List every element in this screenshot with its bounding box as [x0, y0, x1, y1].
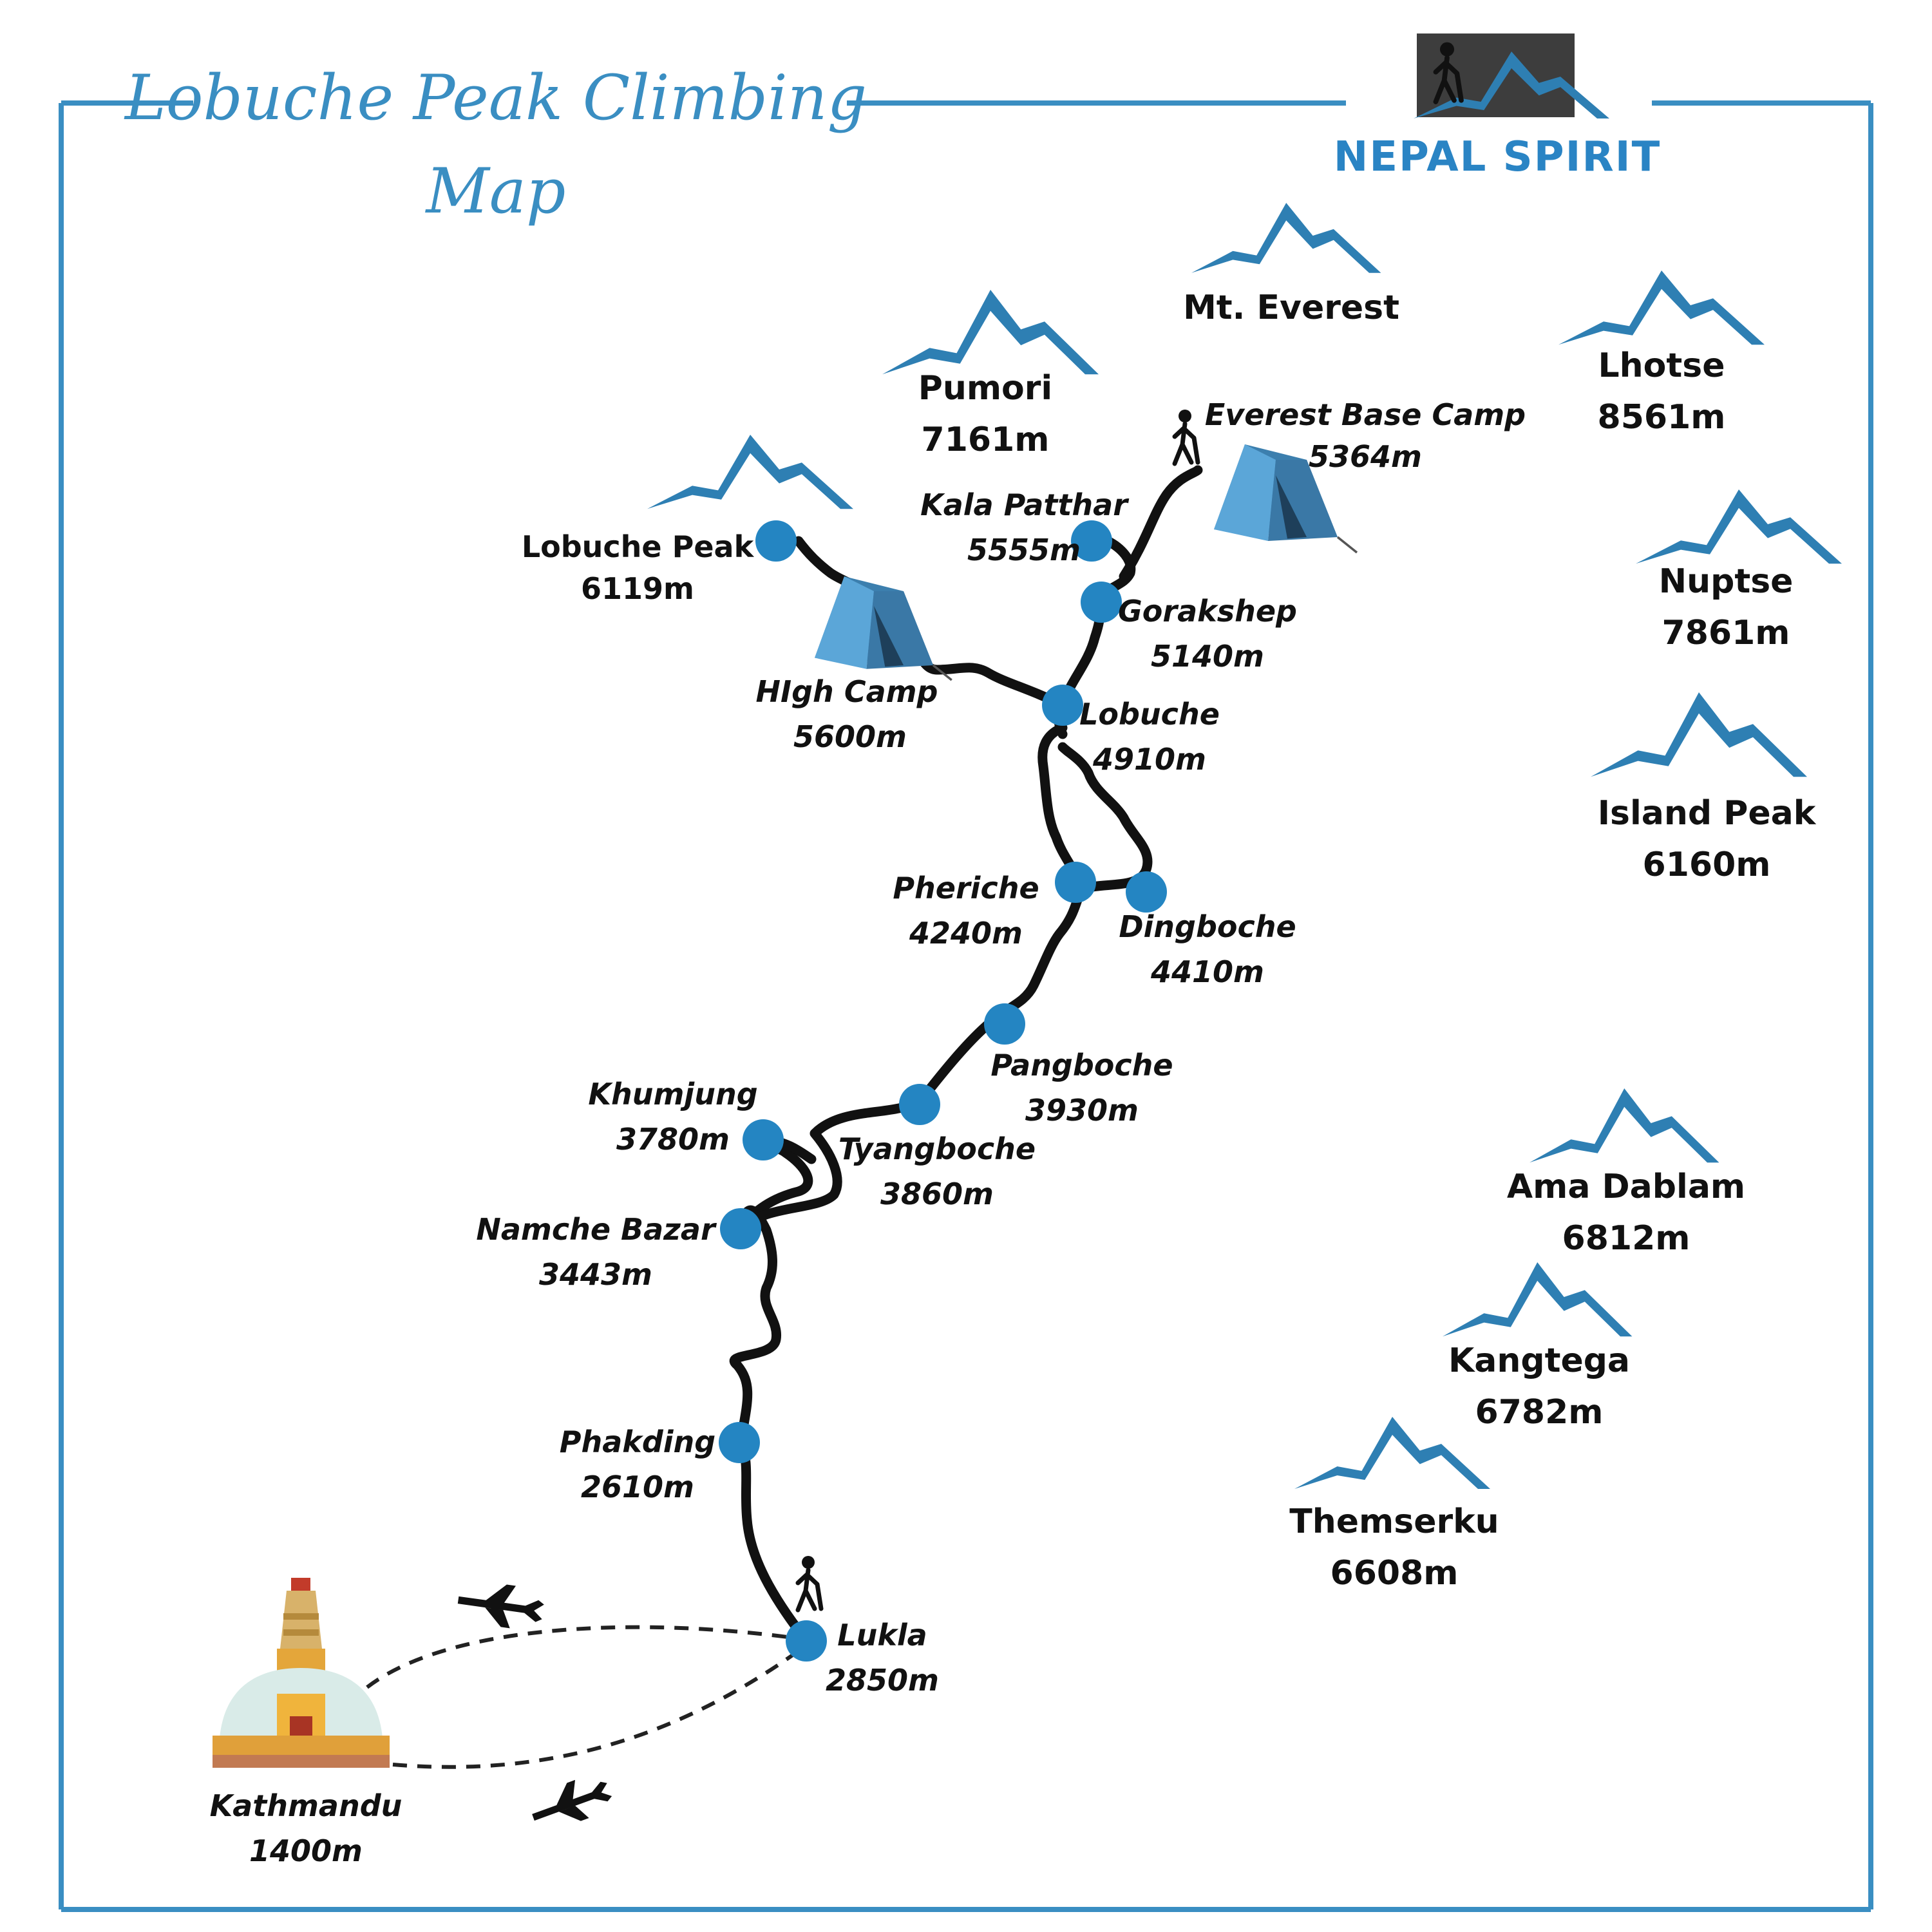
stop-name: Kala Patthar [920, 488, 1130, 522]
peak-name: Lhotse [1598, 346, 1725, 385]
stop-elevation: 2610m [581, 1470, 694, 1504]
route-stops [719, 520, 1167, 1662]
hiker-icon [798, 1556, 821, 1610]
peak-name: Ama Dablam [1507, 1168, 1745, 1206]
mountain-icon [1636, 489, 1842, 564]
peak-elevation: 7161m [922, 421, 1050, 459]
mountain-icon [1591, 692, 1807, 777]
stop-elevation: 6119m [581, 571, 694, 606]
peak-name: Mt. Everest [1183, 289, 1399, 327]
stop-elevation: 3443m [539, 1257, 652, 1292]
mountain-icon [1558, 270, 1765, 345]
peak-elevation: 8561m [1598, 398, 1726, 437]
peak-elevation: 6160m [1643, 846, 1771, 884]
peak-name: Nuptse [1659, 562, 1794, 601]
stop-dot [1055, 862, 1096, 903]
stop-elevation: 1400m [249, 1833, 363, 1868]
stop-elevation: 5600m [793, 719, 907, 754]
mountain-icon [647, 435, 853, 509]
flight-path [366, 1625, 803, 1769]
tent-icon [813, 575, 953, 681]
stop-name: Pangboche [990, 1048, 1173, 1083]
stop-dot [755, 520, 797, 562]
stop-dot [743, 1119, 784, 1160]
airplane-icon [455, 1578, 547, 1633]
stop-name: Namche Bazar [476, 1212, 717, 1247]
mountain-icon [1294, 1417, 1490, 1489]
stop-name: Lobuche [1079, 697, 1220, 732]
peak-elevation: 6608m [1331, 1554, 1459, 1593]
stop-elevation: 5555m [967, 533, 1081, 567]
stop-dot [719, 1422, 760, 1463]
stop-name: Lobuche Peak [522, 529, 755, 564]
stop-dot [720, 1208, 761, 1249]
stop-dot [786, 1620, 827, 1662]
stop-elevation: 4910m [1092, 742, 1206, 777]
peak-name: Themserku [1289, 1502, 1499, 1541]
stop-elevation: 5140m [1151, 639, 1264, 674]
peak-name: Pumori [918, 369, 1053, 408]
stop-dot [984, 1003, 1025, 1045]
frame [59, 100, 1873, 1912]
hiker-icon [1175, 410, 1198, 464]
stop-name: Phakding [560, 1425, 715, 1459]
stop-elevation: 3930m [1025, 1093, 1139, 1128]
stop-elevation: 5364m [1309, 439, 1422, 474]
stop-dot [899, 1084, 940, 1125]
peak-name: Island Peak [1598, 794, 1817, 833]
stop-elevation: 4410m [1150, 954, 1264, 989]
peak-elevation: 6782m [1475, 1393, 1604, 1432]
stop-dot [1126, 871, 1167, 913]
stop-name: Tyangboche [838, 1132, 1036, 1166]
stop-dot [1081, 582, 1122, 623]
stop-name: Gorakshep [1118, 594, 1297, 629]
stop-name: Pheriche [893, 871, 1039, 905]
airplane-icon [526, 1770, 616, 1836]
brand-logo [1414, 33, 1609, 118]
stop-elevation: 3860m [880, 1177, 994, 1211]
stop-name: Kathmandu [210, 1788, 402, 1823]
stupa-icon [213, 1578, 390, 1768]
peak-elevation: 6812m [1562, 1219, 1690, 1258]
map-title-line2: Map [425, 155, 566, 227]
stop-name: Everest Base Camp [1205, 397, 1526, 432]
brand-name: NEPAL SPIRIT [1334, 133, 1661, 181]
peak-elevation: 7861m [1662, 614, 1790, 652]
mountain-icon [1191, 203, 1381, 273]
peak-name: Kangtega [1448, 1341, 1630, 1380]
mountain-icon [882, 290, 1099, 375]
stop-elevation: 4240m [909, 916, 1023, 951]
stop-name: Khumjung [588, 1077, 757, 1112]
stop-name: Lukla [837, 1618, 927, 1653]
stop-name: HIgh Camp [756, 674, 938, 709]
mountain-icon [1530, 1088, 1719, 1163]
stop-dot [1042, 685, 1083, 726]
map-title-line1: Lobuche Peak Climbing [124, 62, 867, 134]
stop-elevation: 3780m [616, 1122, 730, 1157]
stop-dot [1071, 520, 1112, 562]
stop-elevation: 2850m [826, 1663, 939, 1698]
stop-name: Dingboche [1119, 909, 1296, 944]
mountain-icon [1443, 1262, 1633, 1337]
